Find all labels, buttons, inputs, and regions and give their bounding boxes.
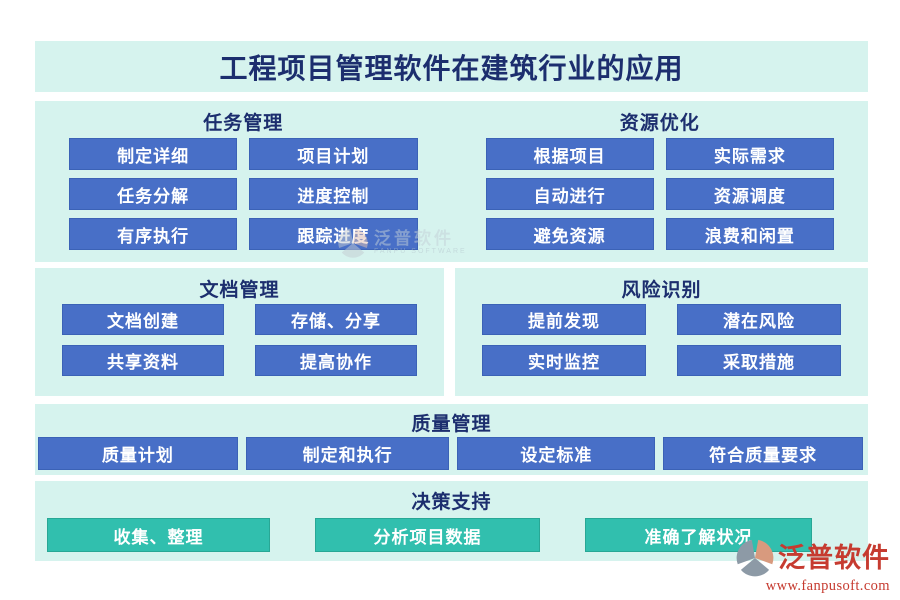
resource-chip-4[interactable]: 避免资源 — [485, 218, 654, 250]
task-chip-2[interactable]: 任务分解 — [69, 178, 238, 210]
task-section-header: 任务管理 — [203, 113, 284, 134]
risk-section-header: 风险识别 — [621, 280, 702, 301]
quality-chip-1[interactable]: 制定和执行 — [245, 437, 450, 470]
document-chip-3[interactable]: 提高协作 — [255, 345, 417, 376]
section-task-management: 任务管理 制定详细 项目计划 任务分解 进度控制 有序执行 跟踪进度 — [35, 101, 452, 262]
resource-section-header: 资源优化 — [619, 113, 700, 134]
page-title: 工程项目管理软件在建筑行业的应用 — [219, 52, 684, 84]
quality-chip-0[interactable]: 质量计划 — [38, 437, 238, 470]
section-resource-optimization: 资源优化 根据项目 实际需求 自动进行 资源调度 避免资源 浪费和闲置 — [452, 101, 869, 262]
resource-chip-2[interactable]: 自动进行 — [485, 178, 654, 210]
decision-chip-1[interactable]: 分析项目数据 — [315, 518, 540, 552]
task-chip-0[interactable]: 制定详细 — [69, 138, 238, 170]
document-button-grid: 文档创建 存储、分享 共享资料 提高协作 — [62, 304, 417, 376]
brand-website-link[interactable]: www.fanpusoft.com — [765, 578, 890, 594]
quality-chip-3[interactable]: 符合质量要求 — [663, 437, 863, 470]
resource-chip-5[interactable]: 浪费和闲置 — [665, 218, 834, 250]
section-risk-identification: 风险识别 提前发现 潜在风险 实时监控 采取措施 — [455, 268, 868, 396]
resource-chip-1[interactable]: 实际需求 — [665, 138, 834, 170]
resource-chip-0[interactable]: 根据项目 — [485, 138, 654, 170]
fanpu-swirl-icon — [736, 539, 774, 577]
fanpu-logo-block: 泛普软件 www.fanpusoft.com — [733, 538, 890, 595]
decision-chip-2[interactable]: 准确了解状况 — [585, 518, 812, 552]
risk-chip-0[interactable]: 提前发现 — [482, 304, 646, 335]
document-chip-1[interactable]: 存储、分享 — [255, 304, 417, 335]
document-section-header: 文档管理 — [199, 280, 280, 301]
section-decision-support: 决策支持 收集、整理 分析项目数据 准确了解状况 — [35, 481, 868, 561]
task-chip-1[interactable]: 项目计划 — [249, 138, 418, 170]
task-button-grid: 制定详细 项目计划 任务分解 进度控制 有序执行 跟踪进度 — [69, 138, 418, 250]
resource-chip-3[interactable]: 资源调度 — [665, 178, 834, 210]
task-chip-5[interactable]: 跟踪进度 — [249, 218, 418, 250]
quality-chip-2[interactable]: 设定标准 — [457, 437, 656, 470]
quality-section-header: 质量管理 — [411, 414, 492, 435]
section-row-tasks-resources: 任务管理 制定详细 项目计划 任务分解 进度控制 有序执行 跟踪进度 资源优化 … — [35, 101, 868, 262]
risk-chip-3[interactable]: 采取措施 — [677, 345, 841, 376]
risk-chip-2[interactable]: 实时监控 — [482, 345, 646, 376]
document-chip-0[interactable]: 文档创建 — [62, 304, 224, 335]
task-chip-4[interactable]: 有序执行 — [69, 218, 238, 250]
risk-button-grid: 提前发现 潜在风险 实时监控 采取措施 — [482, 304, 841, 376]
title-banner: 工程项目管理软件在建筑行业的应用 — [35, 41, 868, 92]
brand-name: 泛普软件 — [778, 542, 890, 573]
decision-chip-0[interactable]: 收集、整理 — [47, 518, 270, 552]
quality-button-grid: 质量计划 制定和执行 设定标准 符合质量要求 — [38, 437, 863, 470]
document-chip-2[interactable]: 共享资料 — [62, 345, 224, 376]
resource-button-grid: 根据项目 实际需求 自动进行 资源调度 避免资源 浪费和闲置 — [485, 138, 834, 250]
task-chip-3[interactable]: 进度控制 — [249, 178, 418, 210]
decision-section-header: 决策支持 — [411, 492, 492, 513]
risk-chip-1[interactable]: 潜在风险 — [677, 304, 841, 335]
section-quality-management: 质量管理 质量计划 制定和执行 设定标准 符合质量要求 — [35, 404, 868, 475]
section-document-management: 文档管理 文档创建 存储、分享 共享资料 提高协作 — [35, 268, 444, 396]
